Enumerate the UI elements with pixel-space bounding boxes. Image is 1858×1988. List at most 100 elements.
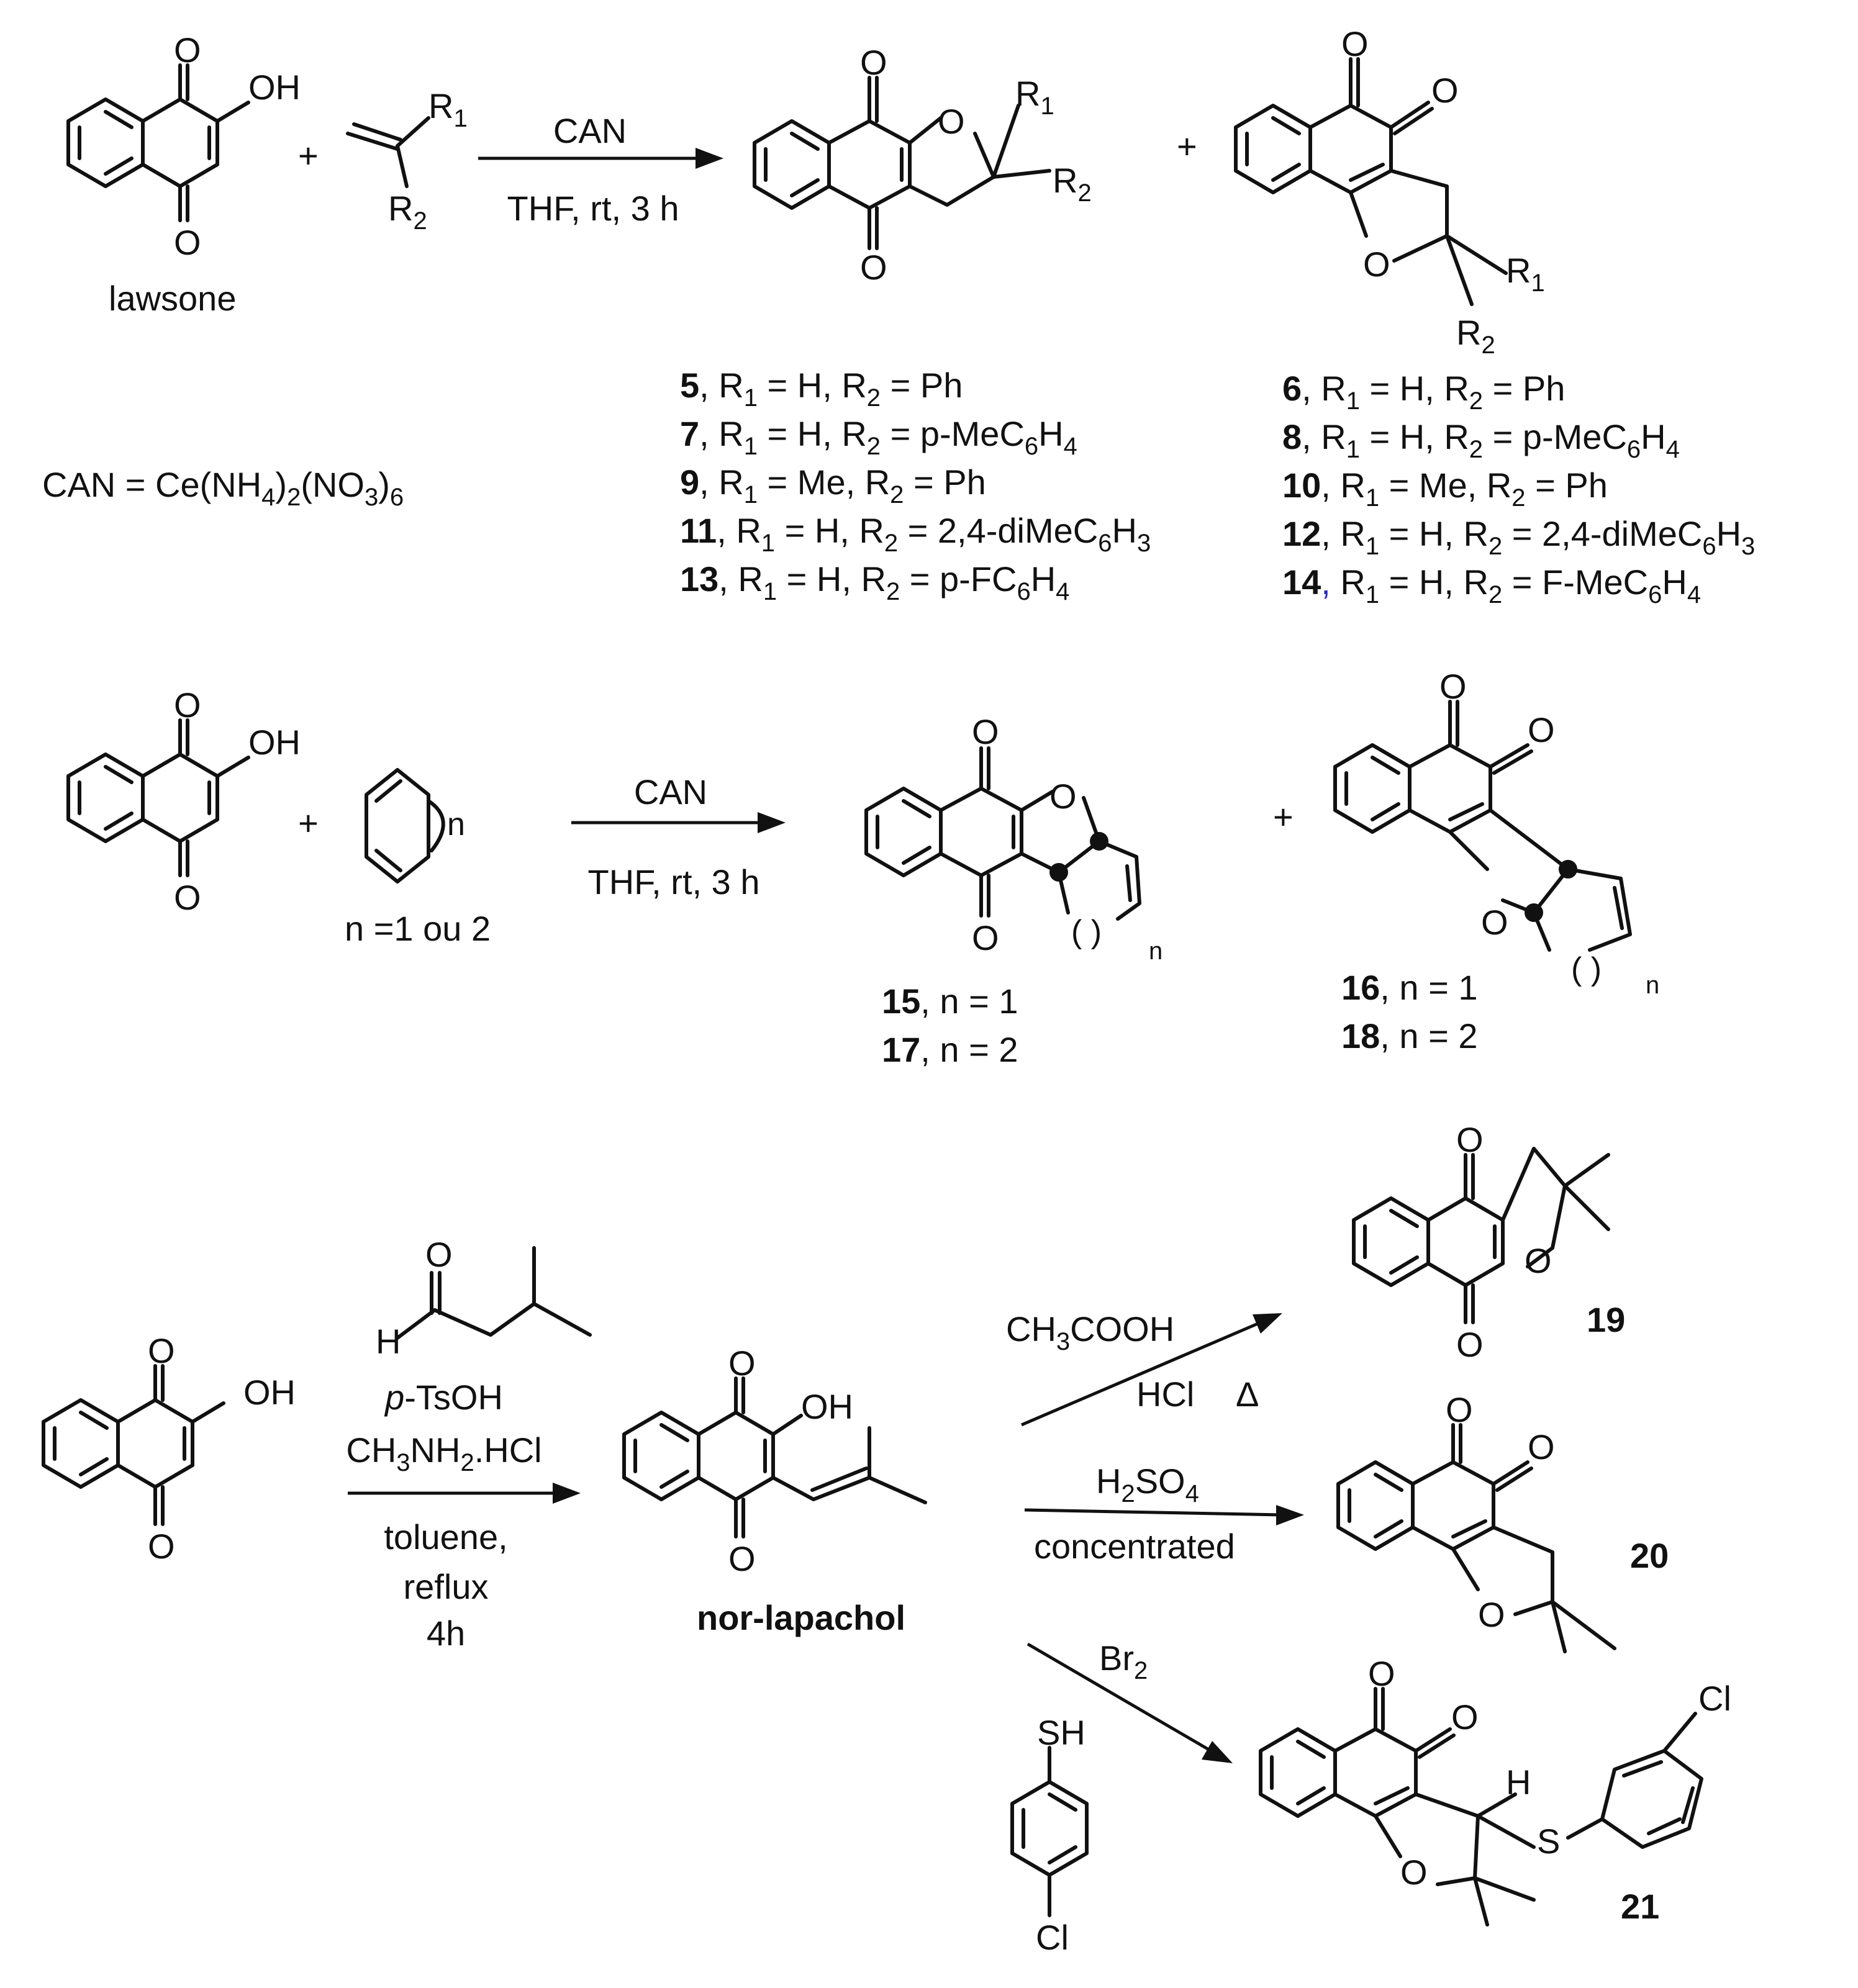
compound-entry: 11, R1 = H, R2 = 2,4-diMeC6H3	[680, 511, 1151, 557]
aldehyde-h: H	[376, 1322, 401, 1361]
acetic-acid: CH3COOH	[1006, 1309, 1174, 1355]
compound-entry: 15, n = 1	[882, 982, 1018, 1021]
heat-symbol: Δ	[1236, 1375, 1259, 1414]
compound-entry: 14, R1 = H, R2 = F-MeC6H4	[1282, 563, 1701, 608]
o-label: O	[1446, 1390, 1473, 1429]
arrow-head	[1276, 1505, 1304, 1525]
lawsone-label: lawsone	[109, 279, 236, 318]
s-label: S	[1537, 1822, 1560, 1861]
arrow-head	[696, 148, 723, 169]
o-label: O	[1341, 24, 1369, 63]
reaction-arrow-19	[1021, 1321, 1261, 1427]
o-label: O	[728, 1344, 756, 1383]
stereocenter-dot	[1090, 832, 1108, 851]
sulfuric-acid: H2SO4	[1096, 1462, 1199, 1507]
n-label: n	[447, 806, 465, 843]
compound-entry: 17, n = 2	[882, 1030, 1018, 1069]
r2-label: R2	[388, 189, 427, 235]
o-label: O	[1451, 1697, 1479, 1737]
reaction-time: 4h	[427, 1614, 465, 1653]
o-ring-label: O	[1049, 777, 1077, 816]
product-19-structure	[1352, 1147, 1610, 1324]
reagent-can: CAN	[553, 111, 627, 150]
o-label: O	[174, 685, 201, 725]
compound-entry: 6, R1 = H, R2 = Ph	[1282, 369, 1565, 415]
lawsone-structure	[66, 63, 250, 222]
nor-lapachol-structure	[622, 1376, 927, 1538]
product-fused-furan	[864, 746, 1141, 921]
sh-label: SH	[1037, 1713, 1085, 1752]
bromine: Br2	[1099, 1638, 1148, 1684]
arrow-head	[1202, 1741, 1233, 1763]
oh-label: OH	[248, 723, 301, 762]
o-label: O	[1528, 1427, 1555, 1466]
o-label: O	[728, 1539, 756, 1578]
arrow-head	[1253, 1313, 1282, 1334]
aldehyde-structure	[396, 1246, 592, 1340]
reagent-can: CAN	[634, 772, 707, 811]
o-ring-label: O	[1481, 903, 1508, 942]
o-label: O	[148, 1527, 175, 1566]
o-label: O	[972, 918, 999, 957]
n-label: n	[1149, 938, 1162, 965]
compound-entry: 18, n = 2	[1341, 1016, 1478, 1055]
r1-label: R1	[1015, 74, 1054, 120]
oh-label: OH	[801, 1387, 853, 1426]
can-definition: CAN = Ce(NH4)2(NO3)6	[42, 465, 404, 511]
compound-entry: 9, R1 = Me, R2 = Ph	[680, 463, 986, 508]
o-ring-label: O	[1400, 1853, 1428, 1892]
reflux: reflux	[404, 1567, 489, 1606]
bracket-label: ( )	[1071, 914, 1102, 950]
n-label: n	[1646, 972, 1659, 999]
reaction-arrow-20	[1024, 1508, 1283, 1517]
stereocenter-dot	[1559, 860, 1577, 879]
product-furanonaphthoquinone	[753, 76, 995, 250]
o-ring-label: O	[1525, 1241, 1552, 1280]
alkene-structure	[346, 116, 430, 188]
reagent-methylamine: CH3NH2.HCl	[346, 1430, 542, 1476]
o-ring-label: O	[1363, 245, 1390, 284]
o-label: O	[1528, 710, 1555, 749]
compound-entry: 16, n = 1	[1341, 968, 1478, 1007]
oh-label: OH	[248, 68, 301, 107]
plus-sign: +	[298, 803, 319, 843]
o-label: O	[1456, 1120, 1484, 1159]
product-list-b: 6, R1 = H, R2 = Ph 8, R1 = H, R2 = p-MeC…	[1282, 369, 1755, 608]
compound-entry: 10, R1 = Me, R2 = Ph	[1282, 466, 1608, 512]
cyclic-diene-structure	[365, 768, 445, 883]
compound-21: 21	[1621, 1887, 1659, 1926]
conditions: THF, rt, 3 h	[507, 189, 679, 228]
o-ring-label: O	[1478, 1595, 1505, 1634]
solvent: toluene,	[384, 1517, 507, 1557]
plus-sign: +	[298, 136, 319, 175]
r2-label: R2	[1456, 313, 1495, 359]
bracket-label: ( )	[1571, 951, 1602, 987]
lawsone-structure-2	[66, 718, 250, 877]
substituent-bonds	[992, 104, 1051, 179]
plus-sign: +	[1177, 127, 1197, 166]
product-list-c: 15, n = 1 17, n = 2 16, n = 1 18, n = 2	[882, 968, 1478, 1069]
product-fused-ortho-quinone	[1333, 700, 1632, 952]
oh-label: OH	[243, 1373, 296, 1412]
reagent-ptsoh: p-TsOH	[384, 1378, 503, 1417]
o-label: O	[174, 30, 201, 70]
o-label: O	[148, 1331, 175, 1370]
stereocenter-dot	[1525, 903, 1543, 922]
compound-entry: 12, R1 = H, R2 = 2,4-diMeC6H3	[1282, 514, 1755, 560]
o-label: O	[860, 248, 887, 287]
o-label: O	[1368, 1654, 1395, 1693]
o-ring-label: O	[938, 102, 965, 141]
compound-20: 20	[1630, 1536, 1669, 1575]
plus-sign: +	[1273, 797, 1294, 836]
compound-entry: 5, R1 = H, R2 = Ph	[680, 366, 963, 412]
o-label: O	[972, 712, 999, 751]
product-20-structure	[1336, 1423, 1616, 1653]
o-label: O	[1431, 71, 1459, 110]
chlorothiophenol-structure	[1010, 1746, 1089, 1917]
hcl: HCl	[1136, 1375, 1194, 1414]
cl-label: Cl	[1036, 1918, 1069, 1957]
reaction-arrow-21	[1026, 1642, 1212, 1753]
r2-label: R2	[1053, 161, 1092, 207]
product-ortho-quinone	[1234, 57, 1449, 263]
conditions: THF, rt, 3 h	[588, 862, 760, 901]
